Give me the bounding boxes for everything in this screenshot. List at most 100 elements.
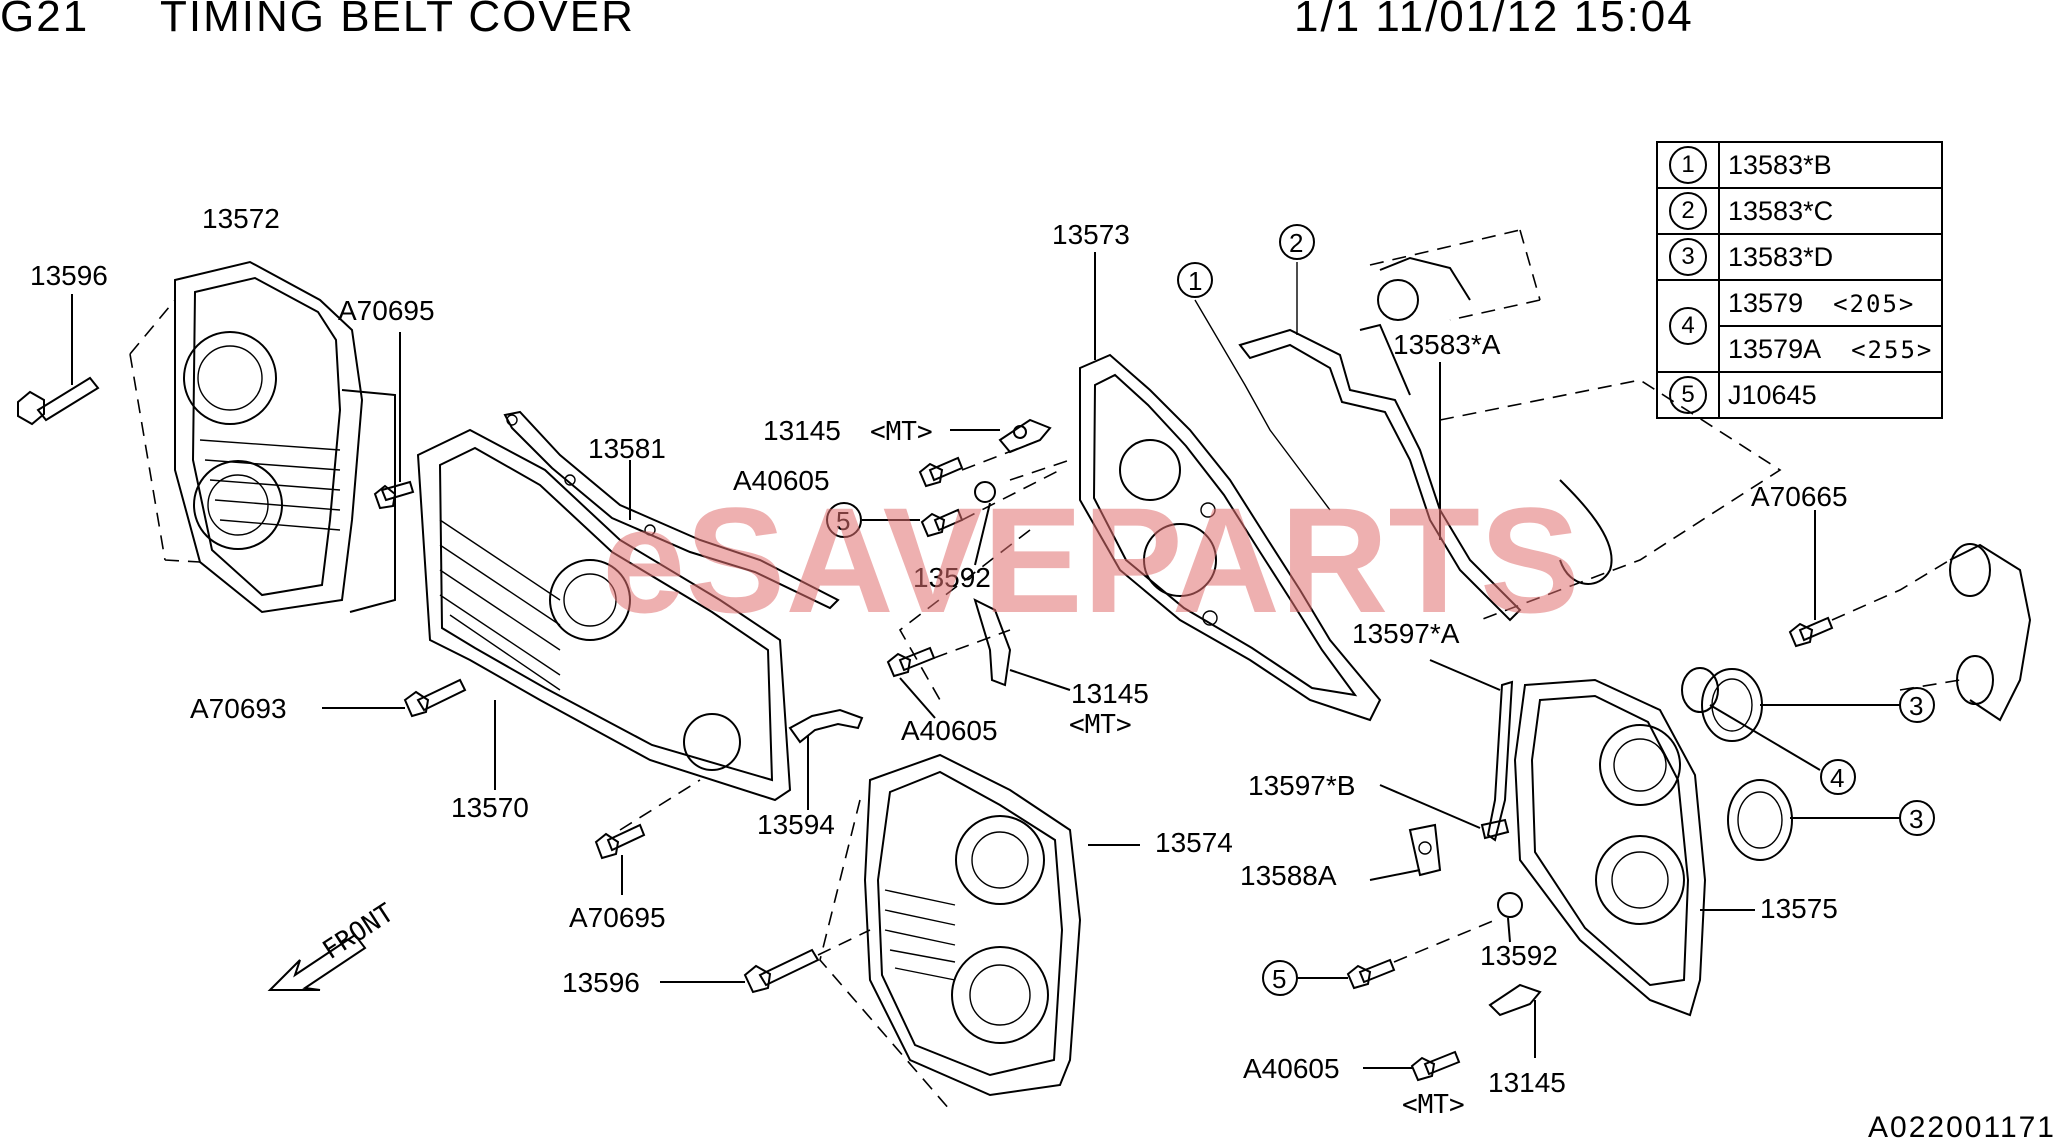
callout-a70693: A70693 <box>190 693 287 724</box>
legend-circle-4: 4 <box>1669 307 1707 345</box>
bolt-a70695-top <box>373 332 415 510</box>
circle-5-top: 5 <box>826 502 862 538</box>
legend-part-cell: 13583*B <box>1717 141 1944 189</box>
legend-part-13583c: 13583*C <box>1728 195 1834 226</box>
bolt-a70665 <box>1788 510 1951 648</box>
legend-row: 4 13579 <205> <box>1656 279 1944 373</box>
seal-4 <box>1681 667 1821 771</box>
callout-a70695-bottom: A70695 <box>569 902 666 933</box>
circle-1-text: 1 <box>1188 266 1202 296</box>
legend-part-cell: 13583*C <box>1717 187 1944 235</box>
page-title: TIMING BELT COVER <box>160 0 635 41</box>
callout-13145-mid: 13145 <box>1071 678 1149 709</box>
part-13581-gasket <box>503 410 840 610</box>
legend-variant-255: <255> <box>1851 335 1934 364</box>
legend-circle-1: 1 <box>1669 146 1707 184</box>
legend-circle-3: 3 <box>1669 238 1707 276</box>
circle-1: 1 <box>1177 262 1213 298</box>
front-label: FRONT <box>317 898 399 966</box>
legend-part-13583b: 13583*B <box>1728 149 1832 180</box>
callout-13572: 13572 <box>202 203 280 234</box>
callout-a70665: A70665 <box>1751 481 1848 512</box>
cluster-13145-mid <box>886 598 1071 719</box>
circle-5-bottom: 5 <box>1262 960 1298 996</box>
callout-a70695-top: A70695 <box>338 295 435 326</box>
callout-13570: 13570 <box>451 792 529 823</box>
front-arrow <box>267 933 367 991</box>
legend-symbol-cell: 3 <box>1656 233 1720 281</box>
cluster-13145-top <box>918 418 1061 566</box>
bolt-a70693 <box>322 678 467 718</box>
circle-2: 2 <box>1279 224 1315 260</box>
circle-3-upper: 3 <box>1899 687 1935 723</box>
legend-row: 1 13583*B <box>1656 141 1944 189</box>
callout-13573: 13573 <box>1052 219 1130 250</box>
bolt-13596-bottom <box>660 929 871 994</box>
legend-part-cell: J10645 <box>1717 371 1944 419</box>
legend-symbol-cell: 4 <box>1656 279 1720 373</box>
callout-13145-bottom: 13145 <box>1488 1067 1566 1098</box>
bolt-a70695-bottom <box>594 779 701 895</box>
legend-row: 2 13583*C <box>1656 187 1944 235</box>
legend-part-cell: 13579 <205> <box>1717 279 1944 327</box>
callout-mt-bottom: <MT> <box>1402 1090 1465 1120</box>
engine-outline <box>898 229 1782 701</box>
part-13588a-plate <box>1369 823 1442 881</box>
callout-13597a: 13597*A <box>1352 618 1460 649</box>
callout-a40605-top: A40605 <box>733 465 830 496</box>
circle-5-top-text: 5 <box>836 506 850 536</box>
callout-13588a: 13588A <box>1240 860 1337 891</box>
legend-circle-2: 2 <box>1669 192 1707 230</box>
callout-13581: 13581 <box>588 433 666 464</box>
callout-13583a: 13583*A <box>1393 329 1501 360</box>
seal-3-upper <box>1701 668 1900 742</box>
callout-mt-top: <MT> <box>870 417 933 447</box>
callout-13596-top: 13596 <box>30 260 108 291</box>
legend-part-cell: 13583*D <box>1717 233 1944 281</box>
legend-circle-5: 5 <box>1669 376 1707 414</box>
bolt-13596-top <box>17 294 100 426</box>
legend-part-13583d: 13583*D <box>1728 241 1834 272</box>
legend-row: 3 13583*D <box>1656 233 1944 281</box>
part-13574-cover <box>819 753 1140 1111</box>
gasket-2 <box>1296 262 1411 396</box>
legend-part-13579: 13579 <box>1728 287 1804 318</box>
part-13594-clip <box>788 708 864 810</box>
legend-symbol-cell: 2 <box>1656 187 1720 235</box>
legend-part-j10645: J10645 <box>1728 379 1817 410</box>
part-13575-cover <box>1513 678 1755 1017</box>
circle-2-text: 2 <box>1289 228 1303 258</box>
callout-13592-bottom: 13592 <box>1480 940 1558 971</box>
circle-3-lower: 3 <box>1899 800 1935 836</box>
legend-row: 13579A <255> <box>1657 325 1944 373</box>
circle-4-text: 4 <box>1830 763 1844 793</box>
legend-table: 1 13583*B 2 13583*C 3 13583*D 4 13579 <20… <box>1656 141 1944 419</box>
part-13597b-pad <box>1379 784 1510 840</box>
legend-symbol-cell: 5 <box>1656 371 1720 419</box>
circle-5-bottom-text: 5 <box>1272 964 1286 994</box>
callout-a40605-bottom: A40605 <box>1243 1053 1340 1084</box>
gasket-1 <box>1194 299 1522 622</box>
figure-code: A022001171 <box>1868 1111 2056 1144</box>
callout-13575: 13575 <box>1760 893 1838 924</box>
callout-a40605-mid: A40605 <box>901 715 998 746</box>
part-13597a-strip <box>1429 659 1514 842</box>
legend-symbol-cell: 1 <box>1656 141 1720 189</box>
callout-13596-bottom: 13596 <box>562 967 640 998</box>
legend-part-13579a: 13579A <box>1728 333 1822 364</box>
callout-13597b: 13597*B <box>1248 770 1355 801</box>
callout-13594: 13594 <box>757 809 835 840</box>
part-13570-cover <box>416 428 792 802</box>
part-13573-back-cover <box>1079 252 1382 722</box>
page-date: 1/1 11/01/12 15:04 <box>1294 0 1694 41</box>
callout-13592-top: 13592 <box>913 562 991 593</box>
part-13583a-gasket <box>1377 256 1613 585</box>
callout-mt-mid: <MT> <box>1069 710 1132 740</box>
group-code: G21 <box>0 0 90 41</box>
part-13572-cover <box>129 260 396 614</box>
legend-row: 5 J10645 <box>1656 371 1944 419</box>
legend-variant-205: <205> <box>1833 289 1916 318</box>
cluster-bottom-right <box>1298 892 1542 1082</box>
callout-13145-top: 13145 <box>763 415 841 446</box>
